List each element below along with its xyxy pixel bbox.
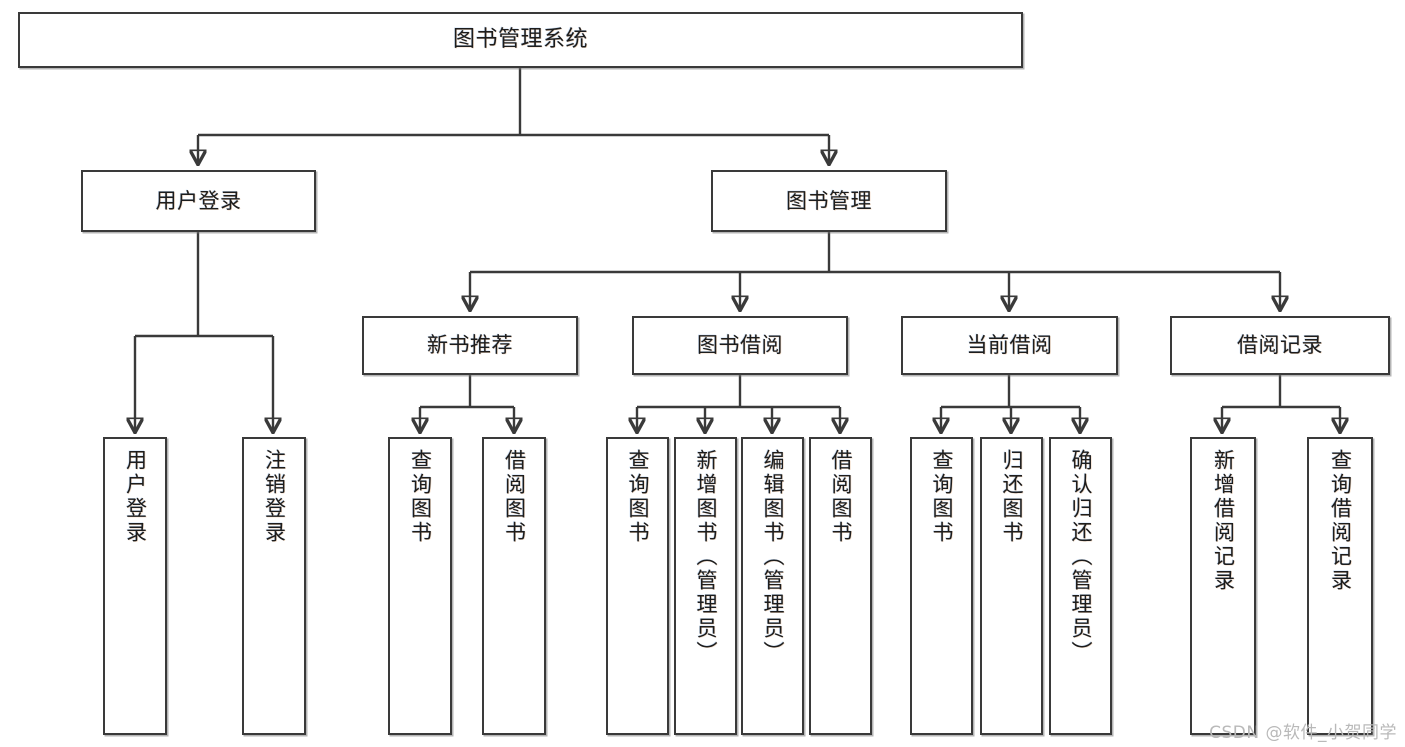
leaf-recommend-borrow-book[interactable]: 借阅图书 [482, 437, 546, 735]
leaf-logout[interactable]: 注销登录 [242, 437, 306, 735]
leaf-borrow-edit-book-admin[interactable]: 编辑图书（管理员） [741, 437, 804, 735]
node-label: 图书借阅 [697, 333, 783, 358]
node-label: 用户登录 [123, 449, 148, 545]
node-label: 查询借阅记录 [1328, 449, 1353, 593]
node-label: 注销登录 [262, 449, 287, 545]
leaf-record-query-record[interactable]: 查询借阅记录 [1307, 437, 1373, 735]
node-label: 编辑图书（管理员） [761, 449, 785, 665]
node-label: 借阅图书 [829, 449, 853, 545]
node-label: 当前借阅 [966, 333, 1053, 358]
node-label: 新书推荐 [427, 333, 513, 358]
leaf-current-query-book[interactable]: 查询图书 [910, 437, 973, 735]
node-book-management[interactable]: 图书管理 [711, 170, 947, 232]
node-root-system[interactable]: 图书管理系统 [18, 12, 1023, 68]
leaf-current-confirm-return-admin[interactable]: 确认归还（管理员） [1049, 437, 1112, 735]
node-user-login[interactable]: 用户登录 [81, 170, 316, 232]
node-label: 图书管理系统 [452, 27, 588, 53]
node-label: 查询图书 [408, 449, 433, 545]
leaf-borrow-add-book-admin[interactable]: 新增图书（管理员） [674, 437, 737, 735]
node-new-book-recommend[interactable]: 新书推荐 [362, 316, 578, 375]
leaf-user-login[interactable]: 用户登录 [103, 437, 167, 735]
node-label: 新增图书（管理员） [694, 449, 718, 665]
leaf-borrow-query-book[interactable]: 查询图书 [606, 437, 669, 735]
node-label: 新增借阅记录 [1211, 449, 1236, 593]
node-label: 用户登录 [155, 188, 242, 213]
leaf-record-add-record[interactable]: 新增借阅记录 [1190, 437, 1256, 735]
node-label: 查询图书 [930, 449, 954, 545]
leaf-borrow-borrow-book[interactable]: 借阅图书 [809, 437, 872, 735]
leaf-recommend-query-book[interactable]: 查询图书 [388, 437, 452, 735]
watermark-text: CSDN @软件_小贺同学 [1209, 723, 1397, 743]
node-label: 借阅图书 [502, 449, 527, 545]
node-label: 查询图书 [626, 449, 650, 545]
node-label: 图书管理 [786, 188, 872, 213]
node-label: 归还图书 [1000, 449, 1024, 545]
node-label: 确认归还（管理员） [1069, 449, 1093, 665]
node-book-borrow[interactable]: 图书借阅 [632, 316, 848, 375]
leaf-current-return-book[interactable]: 归还图书 [980, 437, 1043, 735]
node-borrow-record[interactable]: 借阅记录 [1170, 316, 1390, 375]
node-current-borrow[interactable]: 当前借阅 [901, 316, 1118, 375]
node-label: 借阅记录 [1237, 333, 1323, 358]
